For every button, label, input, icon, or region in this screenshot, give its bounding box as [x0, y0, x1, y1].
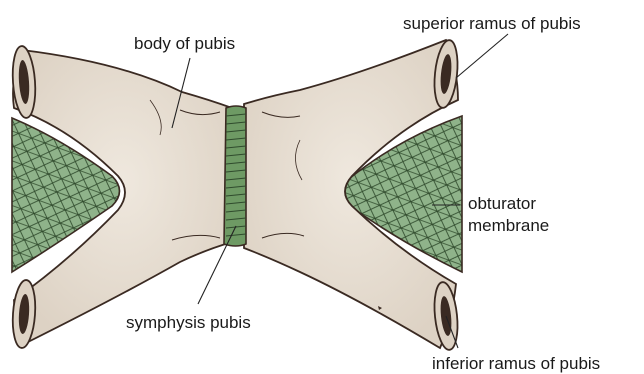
label-superior-ramus-of-pubis: superior ramus of pubis: [403, 14, 581, 34]
label-membrane: membrane: [468, 216, 549, 236]
label-body-of-pubis: body of pubis: [134, 34, 235, 54]
leader-superior-ramus: [456, 34, 508, 78]
symphysis-pubis-band: [224, 106, 246, 246]
label-inferior-ramus-of-pubis: inferior ramus of pubis: [432, 354, 600, 374]
label-symphysis-pubis: symphysis pubis: [126, 313, 251, 333]
label-obturator: obturator: [468, 194, 536, 214]
